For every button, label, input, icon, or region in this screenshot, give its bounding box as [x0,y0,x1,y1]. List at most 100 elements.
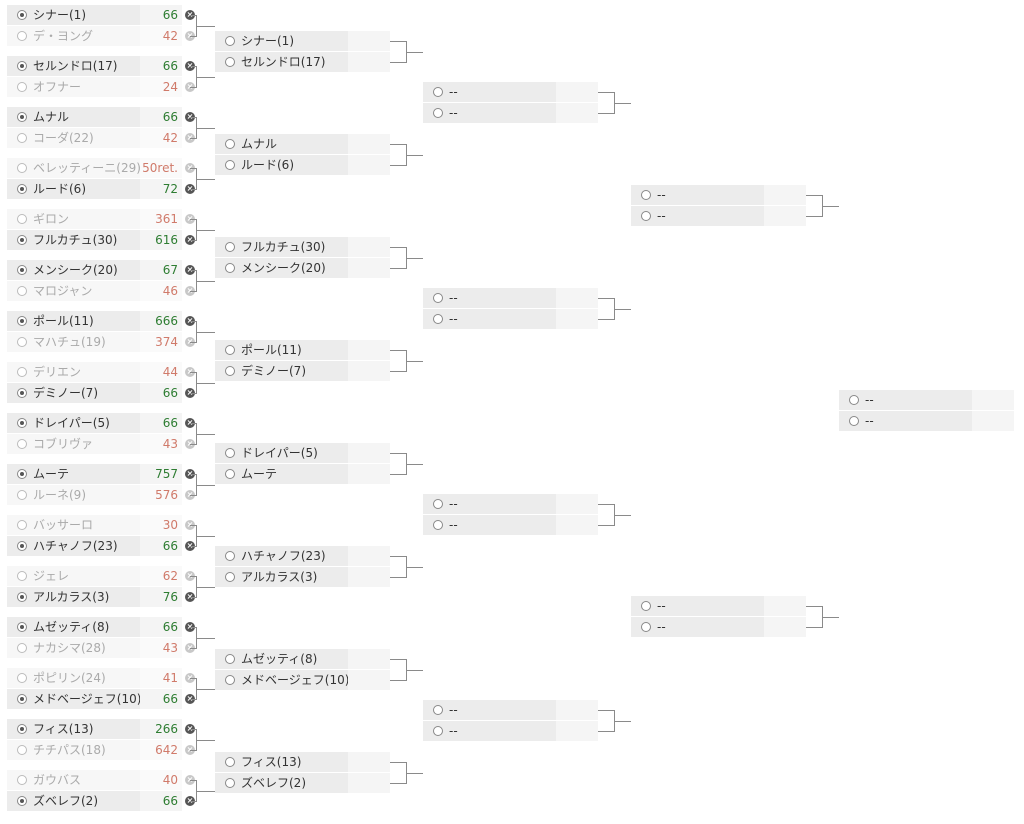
radio-button[interactable] [17,133,27,143]
player-name-cell[interactable]: デミノー(7) [215,361,348,381]
bracket-slot[interactable]: -- [423,700,598,720]
player-name-cell[interactable]: ムーテ [215,464,348,484]
bracket-slot[interactable]: メンシーク(20)67× [7,260,198,280]
bracket-slot[interactable]: ハチャノフ(23)66× [7,536,198,556]
radio-button[interactable] [17,469,27,479]
player-name-cell[interactable]: ポール(11) [7,311,140,331]
radio-button[interactable] [641,601,651,611]
bracket-slot[interactable]: シナー(1) [215,31,390,51]
player-name-cell[interactable]: メンシーク(20) [215,258,348,278]
bracket-slot[interactable]: ズベレフ(2)66× [7,791,198,811]
player-name-cell[interactable]: ルード(6) [215,155,348,175]
radio-button[interactable] [17,31,27,41]
bracket-slot[interactable]: -- [423,82,598,102]
player-name-cell[interactable]: -- [423,494,556,514]
radio-button[interactable] [849,395,859,405]
bracket-slot[interactable]: デミノー(7) [215,361,390,381]
player-name-cell[interactable]: ズベレフ(2) [7,791,140,811]
bracket-slot[interactable]: ポール(11) [215,340,390,360]
radio-button[interactable] [225,675,235,685]
radio-button[interactable] [17,235,27,245]
radio-button[interactable] [17,367,27,377]
player-name-cell[interactable]: マハチュ(19) [7,332,140,352]
player-name-cell[interactable]: オフナー [7,77,140,97]
player-name-cell[interactable]: ムナル [7,107,140,127]
bracket-slot[interactable]: ドレイパー(5)66× [7,413,198,433]
radio-button[interactable] [17,745,27,755]
radio-button[interactable] [17,571,27,581]
bracket-slot[interactable]: マハチュ(19)374× [7,332,198,352]
player-name-cell[interactable]: フルカチュ(30) [215,237,348,257]
bracket-slot[interactable]: -- [631,617,806,637]
player-name-cell[interactable]: マロジャン [7,281,140,301]
bracket-slot[interactable]: ベレッティーニ(29)50ret.× [7,158,198,178]
player-name-cell[interactable]: ムーテ [7,464,140,484]
radio-button[interactable] [641,211,651,221]
radio-button[interactable] [17,265,27,275]
player-name-cell[interactable]: コブリヴァ [7,434,140,454]
player-name-cell[interactable]: バッサーロ [7,515,140,535]
player-name-cell[interactable]: フィス(13) [215,752,348,772]
radio-button[interactable] [17,724,27,734]
radio-button[interactable] [17,541,27,551]
bracket-slot[interactable]: フィス(13) [215,752,390,772]
radio-button[interactable] [17,82,27,92]
player-name-cell[interactable]: -- [631,596,764,616]
player-name-cell[interactable]: フルカチュ(30) [7,230,140,250]
bracket-slot[interactable]: ルーネ(9)576× [7,485,198,505]
radio-button[interactable] [17,388,27,398]
player-name-cell[interactable]: -- [423,309,556,329]
radio-button[interactable] [225,778,235,788]
radio-button[interactable] [17,61,27,71]
radio-button[interactable] [17,622,27,632]
bracket-slot[interactable]: アルカラス(3)76× [7,587,198,607]
radio-button[interactable] [225,263,235,273]
radio-button[interactable] [17,214,27,224]
player-name-cell[interactable]: ハチャノフ(23) [215,546,348,566]
radio-button[interactable] [433,499,443,509]
bracket-slot[interactable]: -- [631,206,806,226]
bracket-slot[interactable]: フルカチュ(30)616× [7,230,198,250]
radio-button[interactable] [17,520,27,530]
radio-button[interactable] [433,520,443,530]
radio-button[interactable] [225,139,235,149]
player-name-cell[interactable]: チチパス(18) [7,740,140,760]
bracket-slot[interactable]: -- [423,103,598,123]
radio-button[interactable] [17,418,27,428]
player-name-cell[interactable]: デミノー(7) [7,383,140,403]
radio-button[interactable] [433,87,443,97]
player-name-cell[interactable]: フィス(13) [7,719,140,739]
radio-button[interactable] [17,184,27,194]
player-name-cell[interactable]: ルード(6) [7,179,140,199]
player-name-cell[interactable]: -- [839,411,972,431]
radio-button[interactable] [225,654,235,664]
player-name-cell[interactable]: ルーネ(9) [7,485,140,505]
radio-button[interactable] [641,622,651,632]
player-name-cell[interactable]: -- [423,103,556,123]
bracket-slot[interactable]: セルンドロ(17) [215,52,390,72]
player-name-cell[interactable]: ムゼッティ(8) [215,649,348,669]
player-name-cell[interactable]: -- [423,700,556,720]
radio-button[interactable] [225,448,235,458]
bracket-slot[interactable]: フィス(13)266× [7,719,198,739]
bracket-slot[interactable]: ポピリン(24)41× [7,668,198,688]
player-name-cell[interactable]: -- [839,390,972,410]
bracket-slot[interactable]: ムゼッティ(8) [215,649,390,669]
player-name-cell[interactable]: ハチャノフ(23) [7,536,140,556]
radio-button[interactable] [17,643,27,653]
radio-button[interactable] [225,551,235,561]
radio-button[interactable] [225,366,235,376]
bracket-slot[interactable]: シナー(1)66× [7,5,198,25]
radio-button[interactable] [225,572,235,582]
bracket-slot[interactable]: -- [631,596,806,616]
player-name-cell[interactable]: ムナル [215,134,348,154]
player-name-cell[interactable]: セルンドロ(17) [215,52,348,72]
player-name-cell[interactable]: ギロン [7,209,140,229]
player-name-cell[interactable]: ポール(11) [215,340,348,360]
